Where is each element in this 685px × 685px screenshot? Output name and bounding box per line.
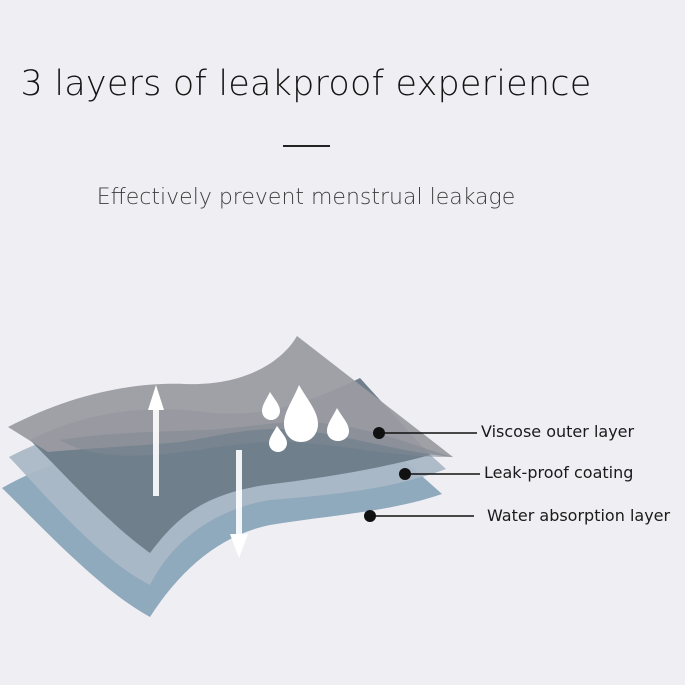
page-title: 3 layers of leakproof experience (20, 64, 592, 104)
title-divider (283, 145, 330, 147)
callout-absorption (364, 510, 474, 522)
leak-proof-coating-label: Leak-proof coating (484, 463, 634, 482)
water-drops-icon (262, 385, 349, 452)
page-subtitle: Effectively prevent menstrual leakage (96, 185, 516, 210)
callout-viscose (373, 427, 477, 439)
layers-illustration (2, 336, 480, 617)
down-arrow-icon (230, 450, 248, 558)
up-arrow-icon (148, 385, 164, 496)
callout-coating (399, 468, 480, 480)
viscose-outer-layer-label: Viscose outer layer (481, 422, 635, 441)
water-absorption-layer-label: Water absorption layer (487, 506, 671, 525)
